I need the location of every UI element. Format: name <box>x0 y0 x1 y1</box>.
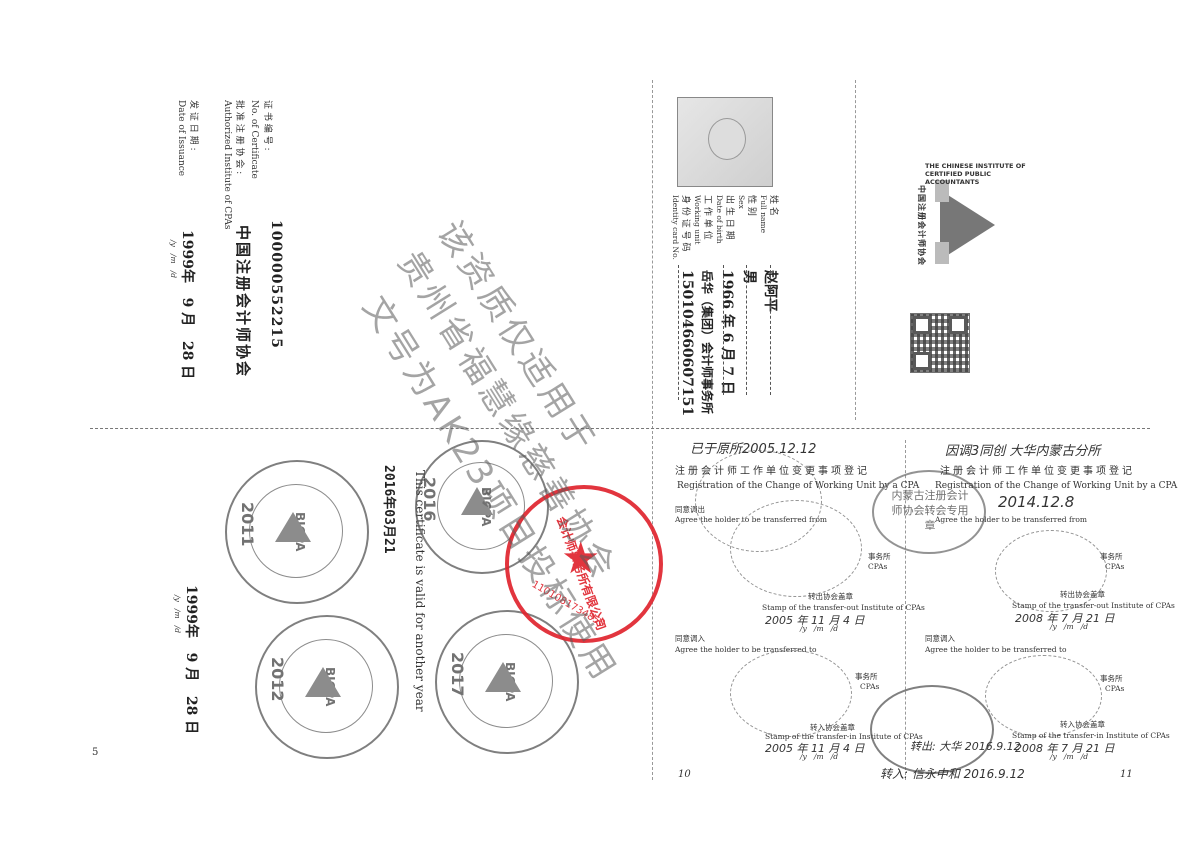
cicpa-emblem-icon <box>305 667 341 697</box>
name-value: 赵阿平 <box>762 270 778 312</box>
firm-oval-stamp-left <box>730 500 862 597</box>
red-company-seal: ★ 1101081734850 会计师事务所有限公司 <box>505 485 663 643</box>
handwritten-date-right: 2014.12.8 <box>998 493 1075 511</box>
certificate-no-label-en: No. of Certificate <box>249 100 259 179</box>
cicpa-transfer-stamp <box>870 685 994 774</box>
lower-issue-date: 1999年 9 月 28 日 <box>183 585 199 735</box>
handwritten-transfer-out: 转出: 大华 2016.9.12 <box>910 740 1021 753</box>
transfer-title-en-right: Registration of the Change of Working Un… <box>935 481 1178 491</box>
transfer-title-cn-left: 注册会计师工作单位变更事项登记 <box>675 466 870 477</box>
lower-issue-units: /y /m /d <box>173 595 182 634</box>
certificate-no-value: 100000552215 <box>268 220 284 349</box>
bicpa-stamp-2017: 2017 BICPA <box>435 610 579 754</box>
transfer-title-en-left: Registration of the Change of Working Un… <box>677 481 920 491</box>
horizontal-fold-line <box>90 428 1150 429</box>
institute-value: 中国注册会计师协会 <box>234 225 252 379</box>
handwritten-transfer-note-right: 因调3同创 大华内蒙古分所 <box>945 444 1101 459</box>
page-number-10: 10 <box>678 769 691 780</box>
certificate-info: 证 书 编 号 : No. of Certificate 10000055221… <box>150 80 300 400</box>
transfer-title-cn-right: 注册会计师工作单位变更事项登记 <box>940 466 1135 477</box>
firm-in-oval-stamp-right <box>985 655 1102 737</box>
right-page-divider <box>905 440 906 780</box>
cicpa-emblem-icon <box>275 512 311 542</box>
issue-date-label-en: Date of Issuance <box>176 100 186 177</box>
center-fold-line <box>652 80 653 780</box>
page-number-left: 5 <box>92 747 99 758</box>
qr-code[interactable] <box>910 313 970 373</box>
issue-date-label-cn: 发 证 日 期 : <box>188 100 198 151</box>
handwritten-transfer-in: 转入: 信永中和 2016.9.12 <box>880 767 1025 781</box>
issue-date-value: 1999年 9 月 28 日 <box>179 230 195 380</box>
bicpa-stamp-2012: 2012 BICPA <box>255 615 399 759</box>
red-star-icon: ★ <box>561 533 601 584</box>
annual-check-date: 2016年03月21 <box>381 465 396 554</box>
id-value: 150104660607151 <box>679 270 695 417</box>
certificate-no-label-cn: 证 书 编 号 : <box>262 100 272 151</box>
photo <box>677 97 773 187</box>
firm-in-oval-stamp-left <box>730 650 852 737</box>
bicpa-stamp-2011: 2011 BICPA <box>225 460 369 604</box>
dob-value: 1966 年 6 月 7 日 <box>719 270 735 395</box>
cicpa-logo: 中国注册会计师协会 THE CHINESE INSTITUTE OF CERTI… <box>917 162 1026 266</box>
institute-label-en: Authorized Institute of CPAs <box>222 100 232 230</box>
issue-date-units: /y /m /d <box>169 240 178 279</box>
institute-label-cn: 批 准 注 册 协 会 : <box>234 100 244 175</box>
scales-emblem-icon <box>940 190 995 260</box>
cicpa-emblem-icon <box>485 662 521 692</box>
right-fold-line <box>855 80 856 420</box>
inner-mongolia-seal: 内蒙古注册会计师协会转会专用章 <box>872 470 986 554</box>
sex-value: 男 <box>741 270 757 284</box>
working-unit-value: 岳华（集团）会计师事务所 <box>700 270 714 415</box>
personal-info: 姓 名 Full name 赵阿平 性 别 Sex 男 出 生 日 期 Date… <box>650 190 800 416</box>
page-number-11: 11 <box>1120 769 1133 780</box>
cicpa-emblem-icon <box>461 487 493 515</box>
portrait-icon <box>708 118 746 160</box>
firm-oval-stamp-right <box>995 530 1107 612</box>
handwritten-transfer-note-left: 已于原所2005.12.12 <box>690 442 817 457</box>
